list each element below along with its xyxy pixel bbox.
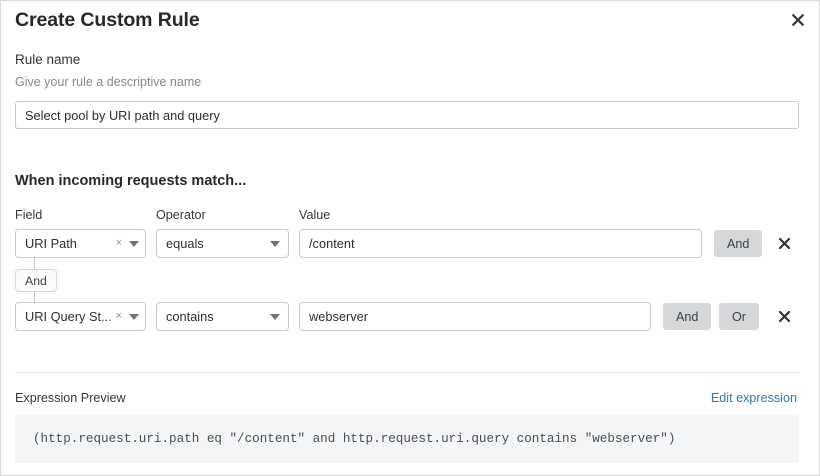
field-select-value-0: URI Path bbox=[25, 236, 77, 251]
section-divider bbox=[15, 372, 799, 373]
operator-select-value-1: contains bbox=[166, 309, 214, 324]
edit-expression-link[interactable]: Edit expression bbox=[710, 391, 797, 405]
chevron-down-icon-field-0 bbox=[129, 240, 139, 247]
column-header-value: Value bbox=[299, 208, 331, 222]
page-title: Create Custom Rule bbox=[15, 9, 200, 31]
delete-condition-button-1[interactable] bbox=[774, 304, 794, 328]
rule-name-input[interactable] bbox=[15, 101, 799, 129]
clear-field-icon-1[interactable]: × bbox=[115, 310, 122, 322]
field-select-0[interactable]: URI Path × bbox=[15, 229, 146, 258]
connector-line-bottom bbox=[34, 292, 35, 303]
operator-select-value-0: equals bbox=[166, 236, 204, 251]
logic-and-button-0[interactable]: And bbox=[714, 230, 763, 257]
value-input-0[interactable] bbox=[299, 229, 702, 258]
value-input-1[interactable] bbox=[299, 302, 651, 331]
chevron-down-icon-operator-0 bbox=[270, 240, 280, 247]
rule-name-label: Rule name bbox=[15, 52, 81, 67]
connector-line-top bbox=[34, 258, 35, 269]
column-header-field: Field bbox=[15, 208, 43, 222]
delete-condition-button-0[interactable] bbox=[774, 231, 794, 255]
expression-preview-code: (http.request.uri.path eq "/content" and… bbox=[15, 415, 799, 463]
field-select-value-1: URI Query St... bbox=[25, 309, 112, 324]
logic-or-button-1[interactable]: Or bbox=[719, 303, 759, 330]
chevron-down-icon-field-1 bbox=[129, 313, 139, 320]
chevron-down-icon-operator-1 bbox=[270, 313, 280, 320]
rule-name-description: Give your rule a descriptive name bbox=[15, 75, 202, 89]
logic-and-button-1[interactable]: And bbox=[663, 303, 712, 330]
conditions-heading: When incoming requests match... bbox=[15, 173, 247, 189]
clear-field-icon-0[interactable]: × bbox=[115, 237, 122, 249]
expression-preview-label: Expression Preview bbox=[15, 391, 126, 405]
operator-select-1[interactable]: contains bbox=[156, 302, 289, 331]
column-header-operator: Operator bbox=[156, 208, 206, 222]
operator-select-0[interactable]: equals bbox=[156, 229, 289, 258]
field-select-1[interactable]: URI Query St... × bbox=[15, 302, 146, 331]
connector-and-badge[interactable]: And bbox=[15, 269, 57, 292]
close-icon[interactable] bbox=[785, 7, 811, 33]
